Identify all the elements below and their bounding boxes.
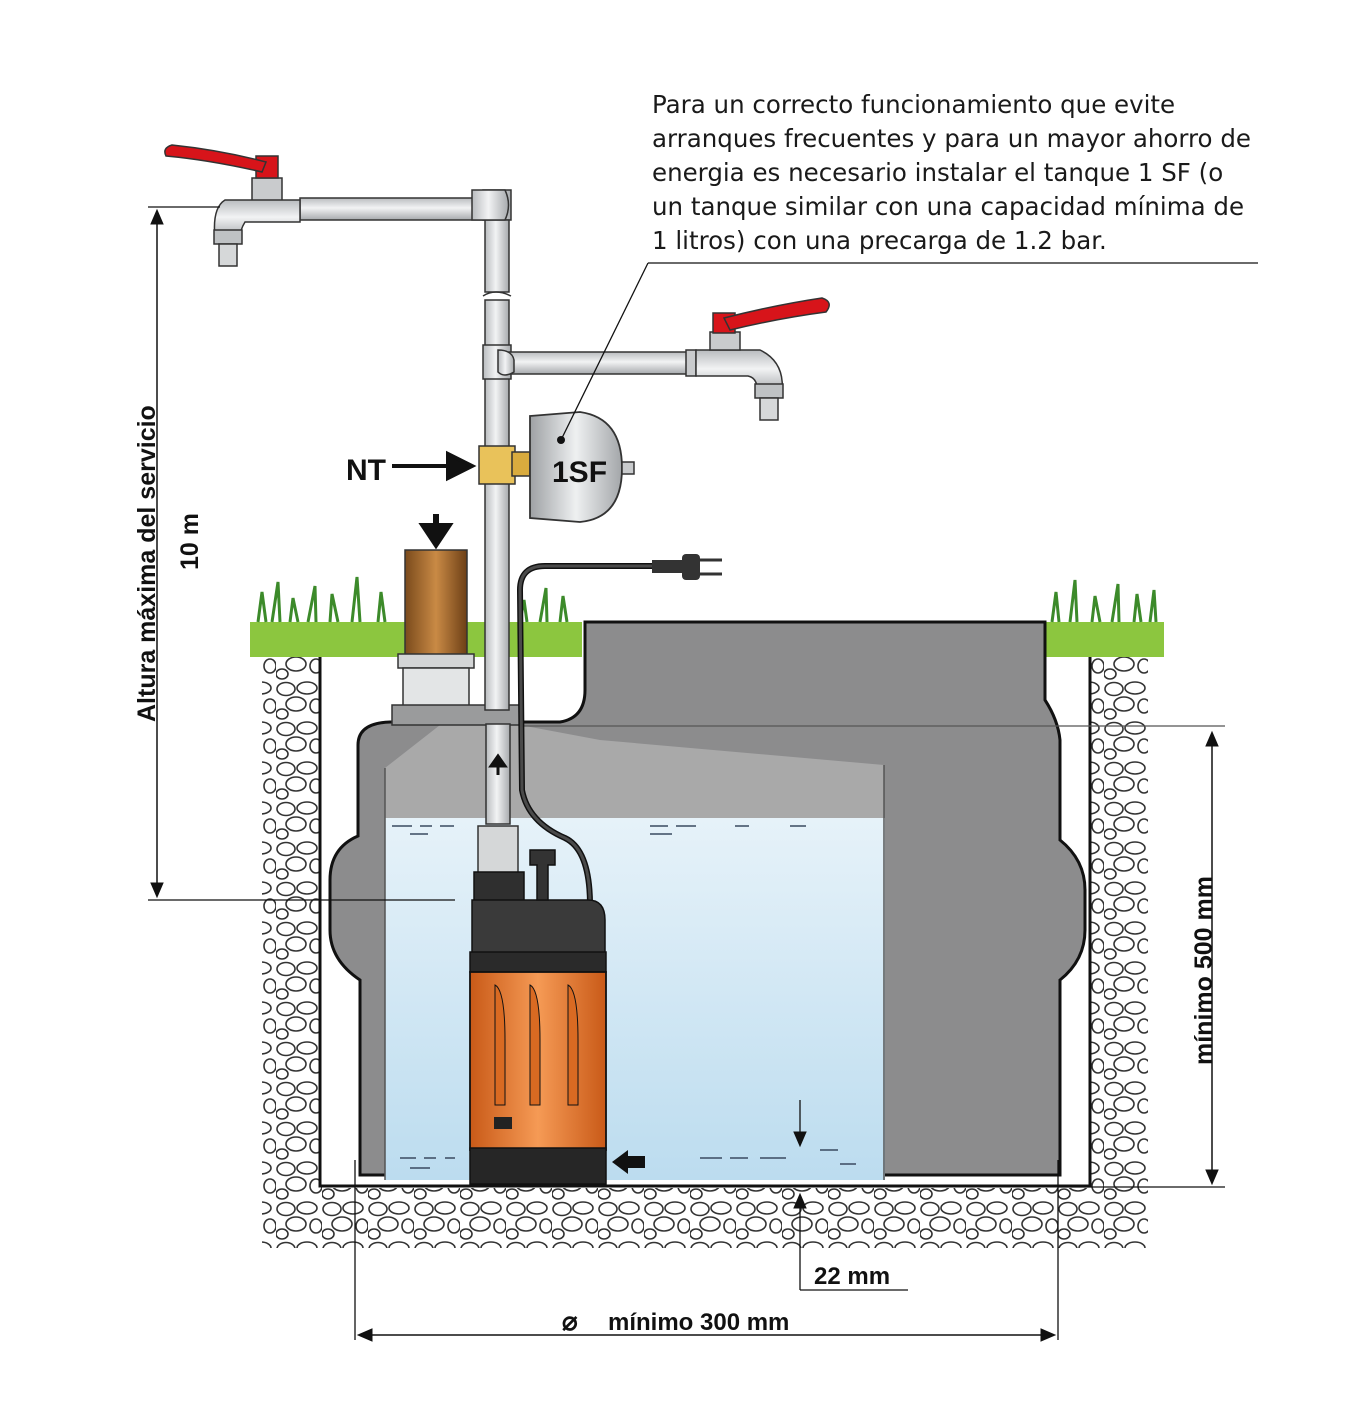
note-line: arranques frecuentes y para un mayor aho… bbox=[652, 124, 1251, 153]
flow-up-arrow-icon bbox=[488, 753, 508, 775]
dimension-lines bbox=[148, 206, 1258, 1342]
tank-inner-wall bbox=[384, 765, 885, 1180]
tank-label: 1SF bbox=[552, 456, 607, 489]
inlet-arrow-icon bbox=[612, 1150, 645, 1174]
nt-fitting bbox=[478, 445, 531, 485]
delivery-pipe bbox=[482, 189, 512, 825]
note-line: energia es necesario instalar el tanque … bbox=[652, 158, 1224, 187]
height-value: 10 m bbox=[176, 513, 204, 570]
power-cable bbox=[516, 554, 722, 906]
submersible-pump bbox=[469, 825, 607, 1185]
installation-note: Para un correcto funcionamiento que evit… bbox=[652, 88, 1272, 258]
gap-label: 22 mm bbox=[814, 1263, 890, 1290]
water-ripples bbox=[392, 825, 856, 1169]
note-line: un tanque similar con una capacidad míni… bbox=[652, 192, 1245, 221]
note-line: Para un correcto funcionamiento que evit… bbox=[652, 90, 1176, 119]
min-depth-label: mínimo 500 mm bbox=[1190, 876, 1218, 1065]
upper-faucet bbox=[164, 144, 510, 267]
intake-arrow-icon bbox=[418, 514, 454, 550]
diameter-symbol: ⌀ bbox=[562, 1306, 578, 1336]
height-title: Altura máxima del servicio bbox=[133, 405, 161, 722]
gravel-ground bbox=[262, 655, 1148, 1248]
water bbox=[385, 818, 885, 1180]
diameter-label: mínimo 300 mm bbox=[608, 1309, 789, 1336]
expansion-tank-1sf bbox=[529, 411, 635, 523]
nt-arrow-icon bbox=[392, 450, 477, 482]
note-line: 1 litros) con una precarga de 1.2 bar. bbox=[652, 226, 1107, 255]
nt-label: NT bbox=[346, 454, 386, 487]
lower-faucet bbox=[497, 297, 830, 421]
